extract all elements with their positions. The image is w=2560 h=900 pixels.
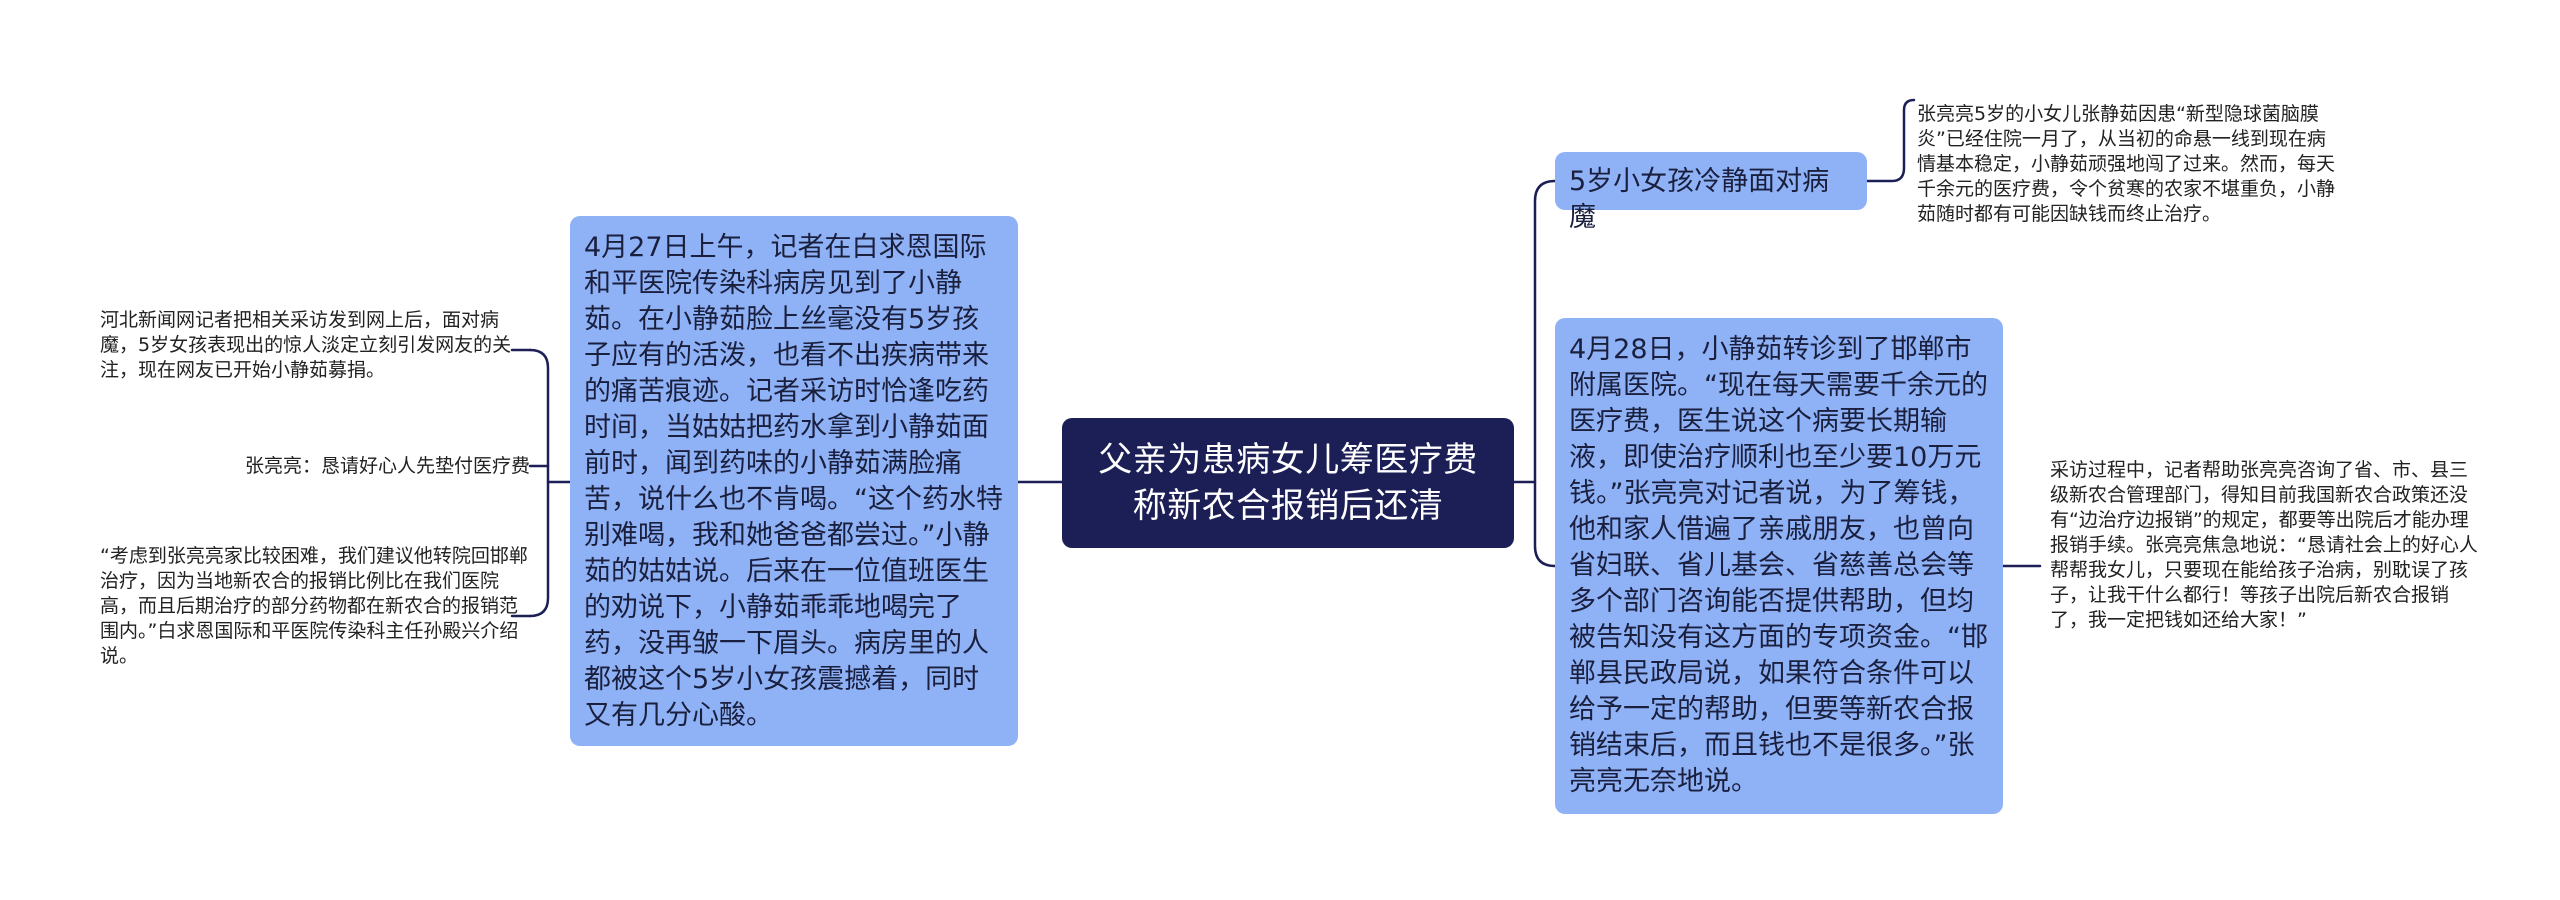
- left-note-doctor[interactable]: “考虑到张亮亮家比较困难，我们建议他转院回邯郸治疗，因为当地新农合的报销比例比在…: [100, 544, 530, 669]
- right-top-label: 5岁小女孩冷静面对病魔: [1569, 166, 1830, 233]
- left-note-netizen-text: 河北新闻网记者把相关采访发到网上后，面对病魔，5岁女孩表现出的惊人淡定立刻引发网…: [100, 309, 512, 381]
- right-bottom-node[interactable]: 4月28日，小静茹转诊到了邯郸市附属医院。“现在每天需要千余元的医疗费，医生说这…: [1555, 318, 2003, 814]
- right-bottom-note-text: 采访过程中，记者帮助张亮亮咨询了省、市、县三级新农合管理部门，得知目前我国新农合…: [2050, 459, 2478, 631]
- central-topic-text: 父亲为患病女儿筹医疗费称新农合报销后还清: [1098, 440, 1478, 526]
- connector-right-top-note: [1865, 98, 1916, 183]
- left-note-netizen[interactable]: 河北新闻网记者把相关采访发到网上后，面对病魔，5岁女孩表现出的惊人淡定立刻引发网…: [100, 308, 530, 383]
- left-note-plea-text: 张亮亮：恳请好心人先垫付医疗费: [244, 455, 530, 477]
- right-bottom-text: 4月28日，小静茹转诊到了邯郸市附属医院。“现在每天需要千余元的医疗费，医生说这…: [1569, 334, 1988, 797]
- right-top-note[interactable]: 张亮亮5岁的小女儿张静茹因患“新型隐球菌脑膜炎”已经住院一月了，从当初的命悬一线…: [1917, 102, 2337, 227]
- central-topic[interactable]: 父亲为患病女儿筹医疗费称新农合报销后还清: [1062, 418, 1514, 548]
- left-main-node[interactable]: 4月27日上午，记者在白求恩国际和平医院传染科病房见到了小静茹。在小静茹脸上丝毫…: [570, 216, 1018, 746]
- right-top-node[interactable]: 5岁小女孩冷静面对病魔: [1555, 152, 1867, 233]
- bracket-right: [1533, 179, 1557, 568]
- left-note-plea[interactable]: 张亮亮：恳请好心人先垫付医疗费: [100, 454, 530, 479]
- bracket-left: [528, 348, 550, 618]
- left-main-text: 4月27日上午，记者在白求恩国际和平医院传染科病房见到了小静茹。在小静茹脸上丝毫…: [584, 232, 1003, 731]
- right-top-note-text: 张亮亮5岁的小女儿张静茹因患“新型隐球菌脑膜炎”已经住院一月了，从当初的命悬一线…: [1917, 103, 2336, 225]
- right-bottom-note[interactable]: 采访过程中，记者帮助张亮亮咨询了省、市、县三级新农合管理部门，得知目前我国新农合…: [2050, 458, 2480, 633]
- left-note-doctor-text: “考虑到张亮亮家比较困难，我们建议他转院回邯郸治疗，因为当地新农合的报销比例比在…: [100, 545, 528, 667]
